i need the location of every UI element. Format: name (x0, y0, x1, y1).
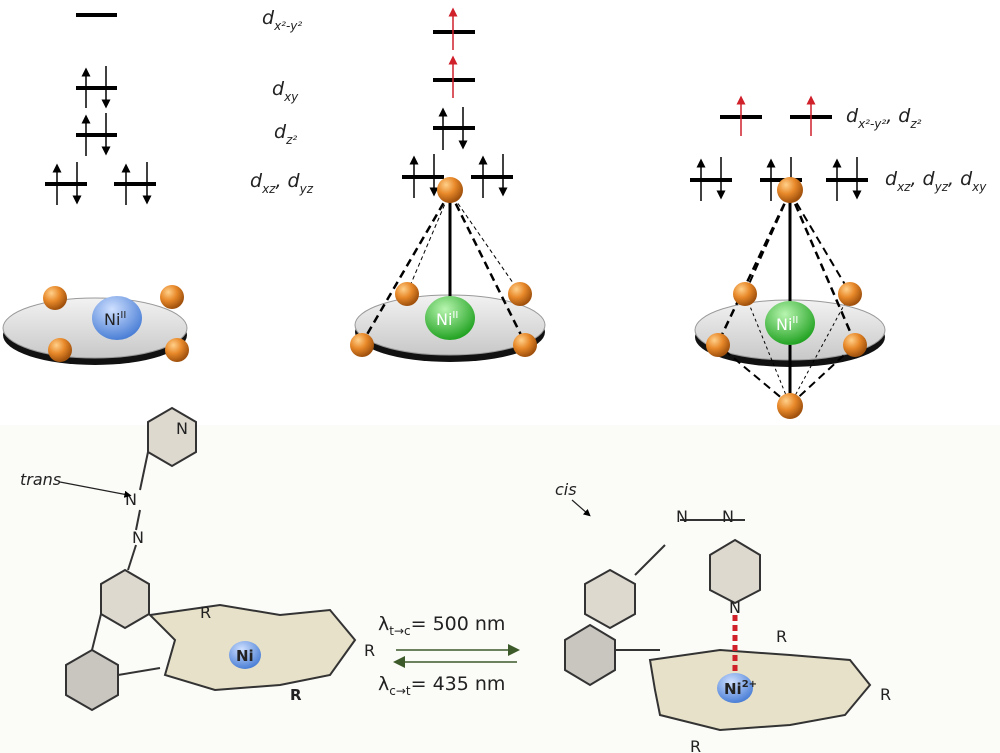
r-group: R (200, 603, 211, 622)
label-dz2: dz² (274, 121, 297, 147)
octahedral-complex: NiII (694, 177, 886, 419)
forward-wavelength: λt→c= 500 nm (378, 613, 505, 638)
label-dxz-dyz-dxy: dxz, dyz, dxy (885, 168, 987, 194)
ni-atom-cis (717, 673, 753, 703)
cis-pointer-arrow (571, 499, 591, 517)
cis-isomer (564, 519, 872, 732)
atom-n: N (132, 528, 144, 547)
r-group: R (690, 737, 701, 753)
atom-n: N (729, 598, 741, 617)
label-dx2y2-dz2: dx²-y², dz² (846, 105, 922, 131)
atom-n: N (676, 507, 688, 526)
label-dx2y2: dx²-y² (262, 7, 302, 33)
ni-atom-trans (229, 641, 261, 669)
panel3-levels (690, 95, 868, 201)
ni-atom-label: Ni (236, 647, 254, 665)
r-group: R (364, 641, 375, 660)
r-group: R (880, 685, 891, 704)
trans-label: trans (20, 470, 61, 489)
ni-label: NiII (436, 310, 458, 329)
atom-n: N (722, 507, 734, 526)
reverse-wavelength: λc→t= 435 nm (378, 673, 505, 698)
ni-atom (92, 296, 142, 340)
ni2-label: Ni2+ (724, 679, 757, 698)
ni-label: NiII (104, 310, 126, 329)
ni-label: NiII (776, 315, 798, 334)
r-group: R (776, 627, 787, 646)
square-planar-complex: NiII (2, 285, 189, 365)
square-pyramidal-complex: NiII (350, 177, 546, 362)
trans-pointer-arrow (59, 481, 132, 498)
label-dxy: dxy (272, 78, 299, 104)
label-dxz-dyz: dxz, dyz (250, 170, 314, 196)
panel2-levels (402, 7, 513, 198)
panel1-levels (45, 13, 156, 205)
cis-label: cis (555, 480, 577, 499)
atom-n: N (125, 490, 137, 509)
atom-n: N (176, 419, 188, 438)
r-group: R (290, 686, 302, 704)
